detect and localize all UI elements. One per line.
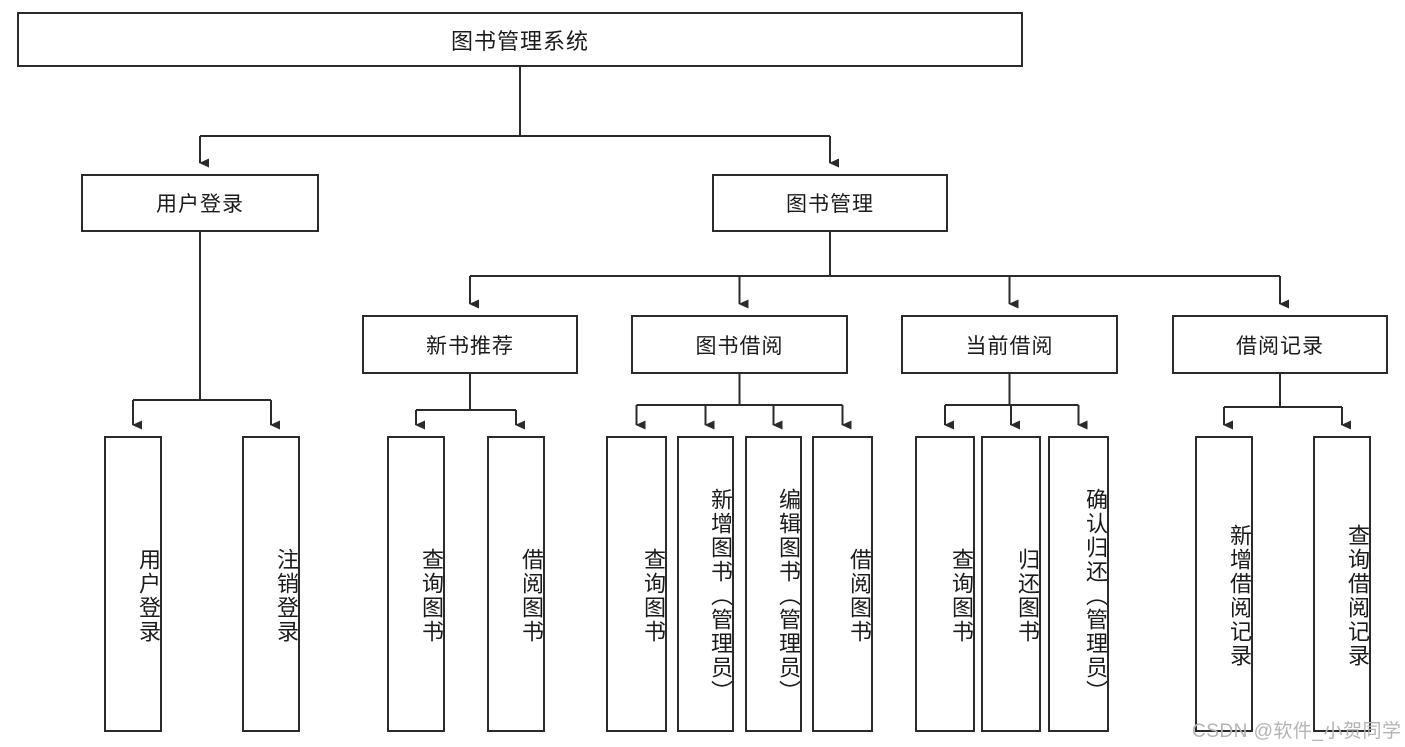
node-label: 注销登录 bbox=[274, 548, 299, 644]
node-label: 编辑图书（管理员） bbox=[776, 488, 801, 704]
node-label: 新增借阅记录 bbox=[1227, 524, 1252, 668]
node-label: 新增图书（管理员） bbox=[708, 488, 733, 704]
node-label: 查询图书 bbox=[949, 548, 974, 644]
node-leaf-query-borrow-record[interactable]: 查询借阅记录 bbox=[1313, 436, 1371, 732]
node-leaf-add-book-admin[interactable]: 新增图书（管理员） bbox=[677, 436, 734, 732]
node-label: 图书借阅 bbox=[695, 334, 784, 358]
node-label: 查询图书 bbox=[419, 548, 444, 644]
node-leaf-borrow-book-1[interactable]: 借阅图书 bbox=[487, 436, 545, 732]
node-leaf-borrow-book-2[interactable]: 借阅图书 bbox=[812, 436, 873, 732]
node-label: 图书管理系统 bbox=[450, 28, 589, 54]
node-current-borrow[interactable]: 当前借阅 bbox=[901, 315, 1118, 374]
node-label: 查询借阅记录 bbox=[1345, 524, 1370, 668]
node-label: 归还图书 bbox=[1015, 548, 1040, 644]
node-book-borrow[interactable]: 图书借阅 bbox=[631, 315, 848, 374]
node-book-manage[interactable]: 图书管理 bbox=[712, 174, 948, 232]
node-label: 当前借阅 bbox=[965, 334, 1054, 358]
node-borrow-record[interactable]: 借阅记录 bbox=[1172, 315, 1388, 374]
node-leaf-add-borrow-record[interactable]: 新增借阅记录 bbox=[1195, 436, 1253, 732]
node-label: 借阅记录 bbox=[1236, 334, 1324, 358]
node-root[interactable]: 图书管理系统 bbox=[17, 12, 1023, 67]
csdn-watermark: CSDN @软件_小贺同学 bbox=[1192, 721, 1402, 742]
node-leaf-user-logout[interactable]: 注销登录 bbox=[242, 436, 300, 732]
node-leaf-user-login[interactable]: 用户登录 bbox=[104, 436, 162, 732]
node-label: 借阅图书 bbox=[519, 548, 544, 644]
node-leaf-edit-book-admin[interactable]: 编辑图书（管理员） bbox=[745, 436, 802, 732]
node-leaf-return-book[interactable]: 归还图书 bbox=[981, 436, 1041, 732]
node-label: 新书推荐 bbox=[426, 334, 514, 358]
node-label: 查询图书 bbox=[641, 548, 666, 644]
node-label: 用户登录 bbox=[156, 193, 244, 216]
node-leaf-query-book-3[interactable]: 查询图书 bbox=[915, 436, 975, 732]
node-new-book-recommend[interactable]: 新书推荐 bbox=[362, 315, 578, 374]
node-label: 确认归还（管理员） bbox=[1083, 488, 1108, 704]
node-label: 用户登录 bbox=[136, 548, 161, 644]
node-user-login[interactable]: 用户登录 bbox=[81, 174, 319, 232]
node-leaf-confirm-return-admin[interactable]: 确认归还（管理员） bbox=[1048, 436, 1109, 732]
node-leaf-query-book-1[interactable]: 查询图书 bbox=[387, 436, 445, 732]
node-leaf-query-book-2[interactable]: 查询图书 bbox=[606, 436, 667, 732]
node-label: 借阅图书 bbox=[847, 548, 872, 644]
node-label: 图书管理 bbox=[786, 193, 874, 216]
